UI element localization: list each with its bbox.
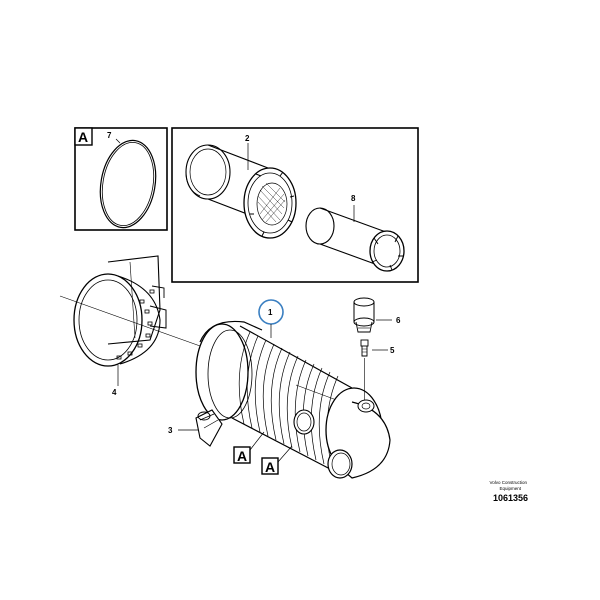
detail-box-a: A 7 bbox=[74, 127, 168, 231]
callout-3: 3 bbox=[168, 426, 173, 435]
detail-box-filters: 2 8 bbox=[171, 127, 419, 283]
reference-marker-a-1: A bbox=[233, 431, 265, 464]
restriction-indicator-part-6 bbox=[353, 297, 375, 333]
dust-valve-part-3 bbox=[195, 409, 223, 447]
callout-1: 1 bbox=[268, 308, 273, 317]
reference-letter-2: A bbox=[265, 459, 275, 475]
reference-letter-1: A bbox=[237, 448, 247, 464]
mounting-bracket-part-4 bbox=[73, 255, 167, 367]
callout-2: 2 bbox=[245, 134, 250, 143]
air-cleaner-housing-part-1 bbox=[195, 320, 391, 479]
callout-5: 5 bbox=[390, 346, 395, 355]
drawing-number: 1061356 bbox=[493, 493, 528, 503]
reference-marker-a-2: A bbox=[261, 445, 293, 475]
callout-8: 8 bbox=[351, 194, 356, 203]
adapter-part-5 bbox=[360, 339, 369, 400]
callout-6: 6 bbox=[396, 316, 401, 325]
primary-filter-part-2 bbox=[185, 144, 297, 239]
callout-7: 7 bbox=[107, 131, 112, 140]
callout-4: 4 bbox=[112, 388, 117, 397]
detail-box-letter: A bbox=[78, 129, 88, 145]
secondary-filter-part-8 bbox=[305, 207, 405, 272]
brand-line-1: Volvo Construction bbox=[489, 480, 527, 485]
o-ring-part-7 bbox=[99, 139, 157, 229]
brand-line-2: Equipment bbox=[499, 486, 521, 491]
